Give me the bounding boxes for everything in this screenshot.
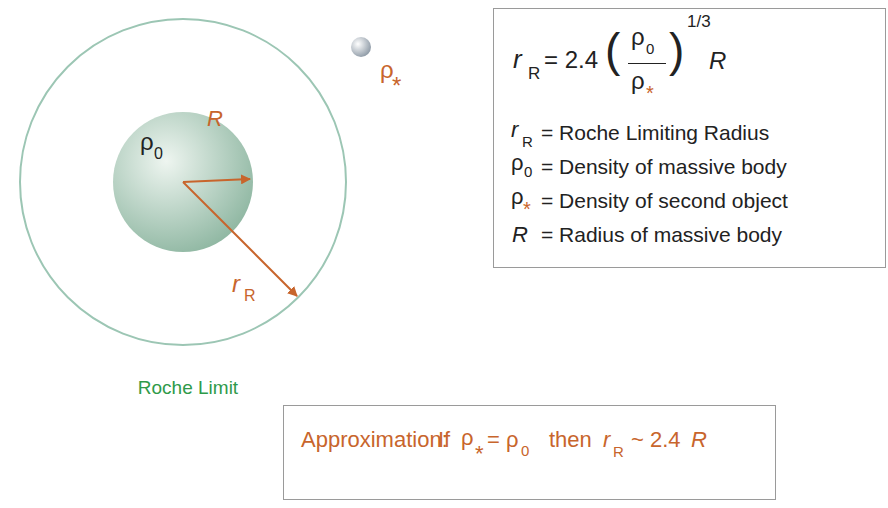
box-text: then	[549, 429, 592, 451]
box-text: (	[605, 27, 620, 73]
symbol-label: 0	[154, 146, 163, 162]
box-text: = Density of second object	[541, 190, 788, 211]
symbol-label: r	[232, 272, 240, 296]
box-text: R	[522, 134, 533, 149]
box-text: R	[512, 224, 528, 246]
box-text: ρ	[511, 186, 524, 208]
roche-limit-circle	[20, 19, 346, 345]
box-text: *	[523, 199, 531, 219]
radius-arrow	[183, 179, 250, 182]
symbol-label: ρ	[140, 130, 154, 154]
box-text: Approximation:	[301, 429, 448, 451]
box-text: = Roche Limiting Radius	[541, 122, 769, 143]
symbol-label: R	[207, 108, 223, 130]
box-text: ρ	[631, 25, 645, 49]
box-text: r	[603, 429, 610, 451]
box-text: ρ	[511, 152, 524, 174]
box-text: If	[438, 429, 450, 451]
box-text: = Density of massive body	[541, 156, 787, 177]
box-text: ρ	[631, 69, 645, 93]
roche-radius-arrow	[183, 182, 297, 296]
box-text: r	[511, 119, 518, 141]
box-text: 0	[521, 443, 529, 458]
box-text: R	[528, 65, 540, 82]
formula-box: rR= 2.4(ρ0ρ*)1/3RrR= Roche Limiting Radi…	[493, 8, 886, 268]
box-text: )	[669, 27, 684, 73]
box-text: R	[613, 444, 624, 459]
box-text: 0	[646, 41, 654, 56]
box-text: ~ 2.4	[631, 429, 681, 451]
approximation-box: Approximation:Ifρ*= ρ0thenrR~ 2.4R	[283, 405, 776, 500]
symbol-label: *	[392, 74, 401, 98]
symbol-label: ρ	[380, 58, 394, 82]
box-text: 0	[524, 164, 532, 179]
box-text: R	[691, 429, 707, 451]
box-text: ρ	[461, 427, 474, 449]
box-text: 1/3	[687, 13, 711, 30]
box-text: = Radius of massive body	[541, 224, 782, 245]
second-object	[351, 37, 371, 57]
symbol-label: R	[244, 288, 256, 304]
box-text: *	[475, 443, 484, 465]
box-text: = 2.4	[544, 48, 598, 72]
fraction-bar	[628, 63, 666, 64]
box-text: r	[513, 46, 522, 72]
box-text: *	[646, 83, 654, 103]
box-text: = ρ	[487, 429, 518, 451]
caption-label: Roche Limit	[138, 378, 238, 397]
box-text: R	[709, 49, 726, 73]
